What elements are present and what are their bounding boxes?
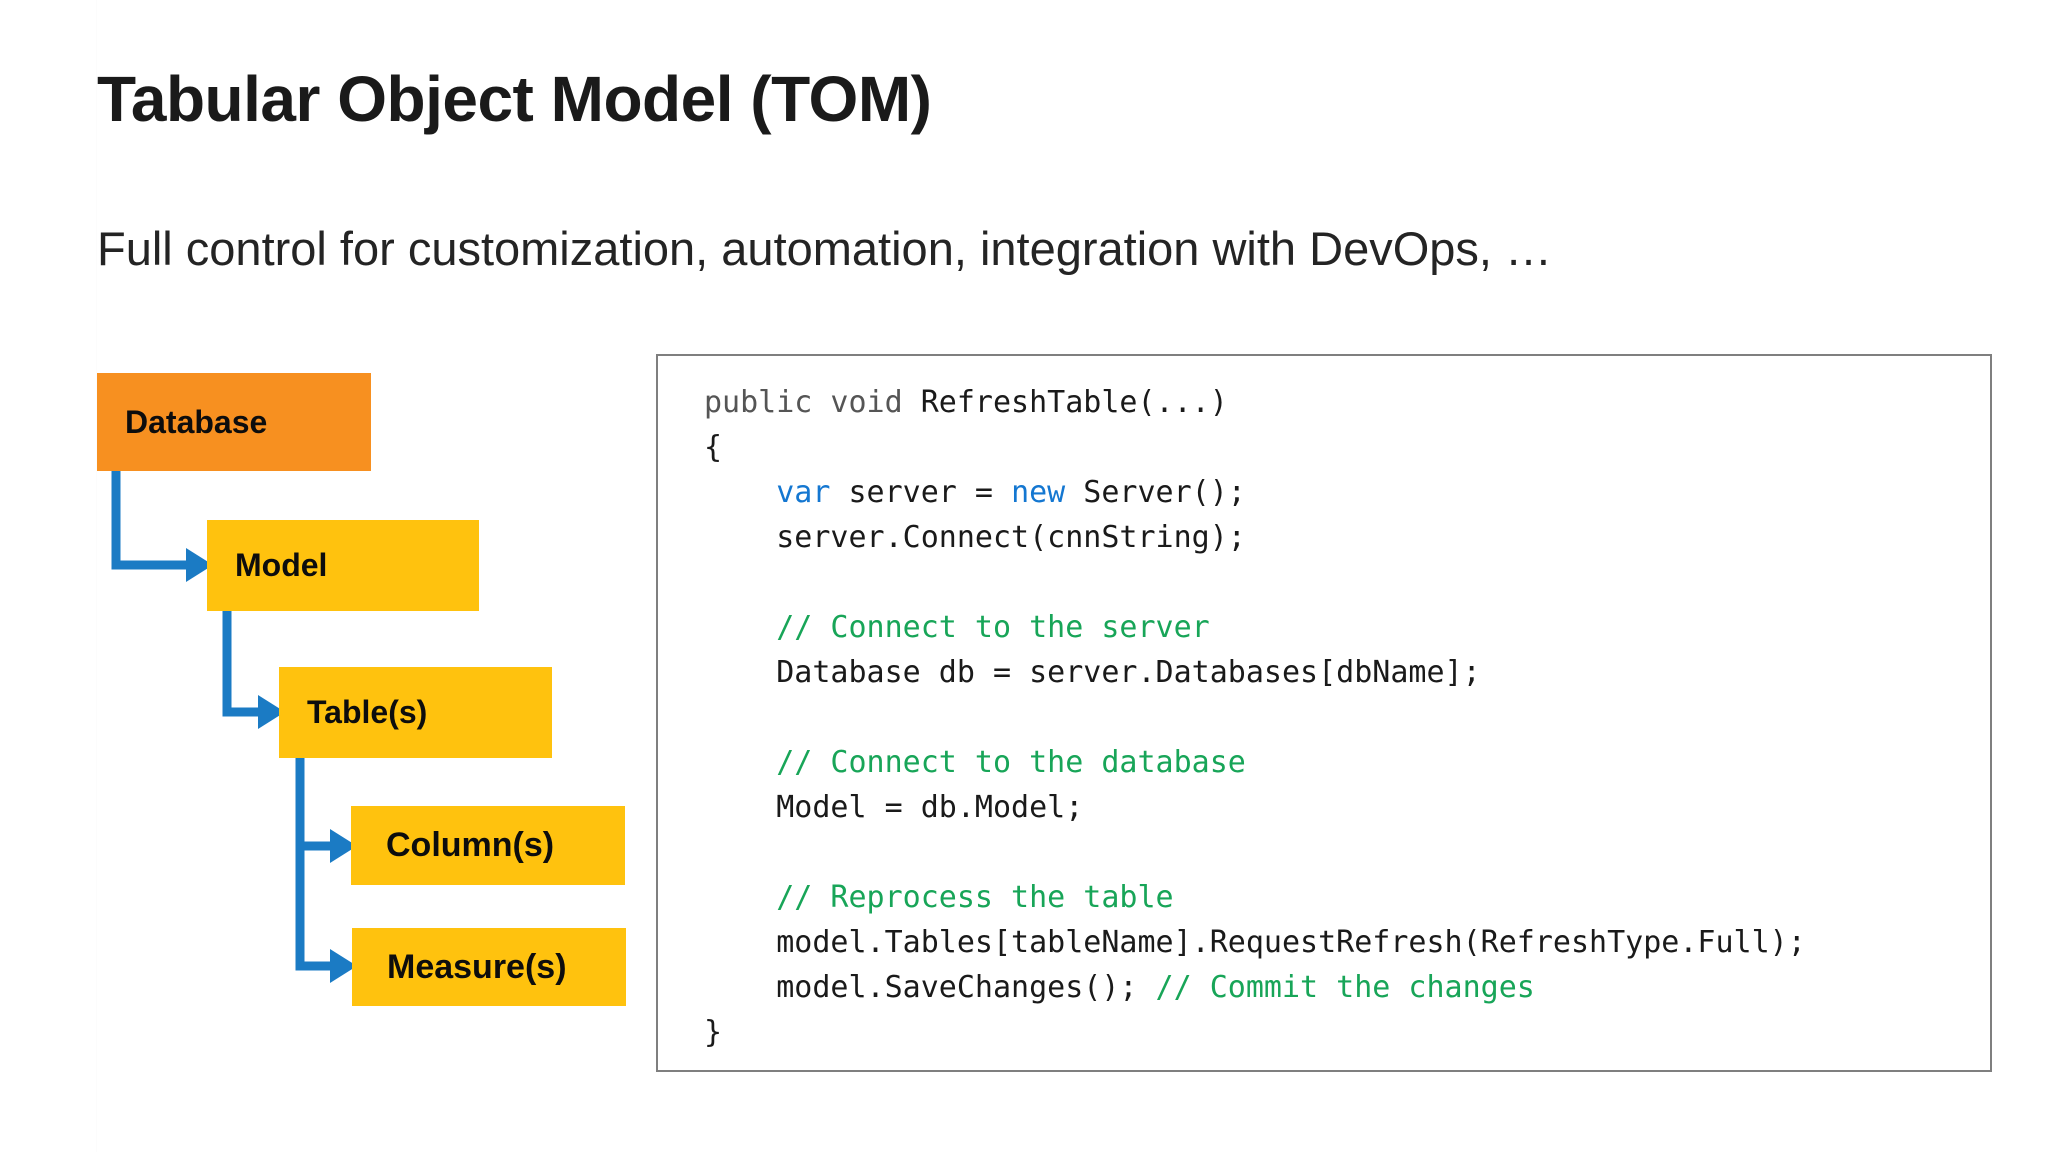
code-token-cmt: // Connect to the server [776, 610, 1210, 645]
tom-hierarchy-diagram: Database Model Table(s) Column(s) Measur… [0, 0, 660, 1152]
code-line: } [704, 1010, 1990, 1055]
code-line: // Connect to the server [704, 605, 1990, 650]
code-token-plain: Model = db.Model; [704, 790, 1084, 825]
node-database-label: Database [125, 403, 268, 440]
code-token-kw: new [1011, 475, 1066, 510]
node-table[interactable]: Table(s) [279, 667, 552, 758]
node-column-label: Column(s) [386, 826, 555, 864]
content-left-rule [96, 0, 97, 1152]
code-line: var server = new Server(); [704, 470, 1990, 515]
code-line: model.SaveChanges(); // Commit the chang… [704, 965, 1990, 1010]
code-token-plain: RefreshTable(...) [920, 385, 1228, 420]
code-token-plain: Server(); [1065, 475, 1246, 510]
code-line: { [704, 425, 1990, 470]
code-line: public void RefreshTable(...) [704, 380, 1990, 425]
code-line: Database db = server.Databases[dbName]; [704, 650, 1990, 695]
code-token-cmt: // Reprocess the table [776, 880, 1174, 915]
code-token-plain: Database db = server.Databases[dbName]; [704, 655, 1481, 690]
code-sample-text: public void RefreshTable(...) { var serve… [704, 380, 1990, 1055]
code-line: // Reprocess the table [704, 875, 1990, 920]
code-line [704, 830, 1990, 875]
code-line: // Connect to the database [704, 740, 1990, 785]
node-database[interactable]: Database [97, 373, 371, 471]
code-token-kw: var [776, 475, 831, 510]
code-line: server.Connect(cnnString); [704, 515, 1990, 560]
code-token-plain: { [704, 430, 723, 465]
code-token-plain [704, 610, 776, 645]
code-line: Model = db.Model; [704, 785, 1990, 830]
code-token-cmt: // Commit the changes [1155, 970, 1535, 1005]
node-column[interactable]: Column(s) [351, 806, 625, 885]
node-model[interactable]: Model [207, 520, 479, 611]
code-token-plain: server = [830, 475, 1012, 510]
code-token-cmt: // Connect to the database [776, 745, 1246, 780]
code-line [704, 695, 1990, 740]
code-token-mute: public void [704, 385, 921, 420]
code-sample-panel: public void RefreshTable(...) { var serve… [656, 354, 1992, 1072]
code-token-plain: model.Tables[tableName].RequestRefresh(R… [704, 925, 1806, 960]
code-token-plain: server.Connect(cnnString); [704, 520, 1246, 555]
code-token-plain: model.SaveChanges(); [704, 970, 1156, 1005]
code-token-plain [704, 880, 776, 915]
node-table-label: Table(s) [307, 694, 428, 730]
code-token-plain [704, 745, 776, 780]
code-line [704, 560, 1990, 605]
diagram-connectors [111, 471, 357, 983]
code-token-plain [704, 475, 776, 510]
node-measure[interactable]: Measure(s) [352, 928, 626, 1006]
code-token-plain: } [704, 1015, 723, 1050]
node-measure-label: Measure(s) [387, 947, 567, 986]
page-subtitle: Full control for customization, automati… [97, 222, 1553, 275]
code-line: model.Tables[tableName].RequestRefresh(R… [704, 920, 1990, 965]
node-model-label: Model [235, 547, 328, 583]
page-title: Tabular Object Model (TOM) [97, 63, 932, 135]
